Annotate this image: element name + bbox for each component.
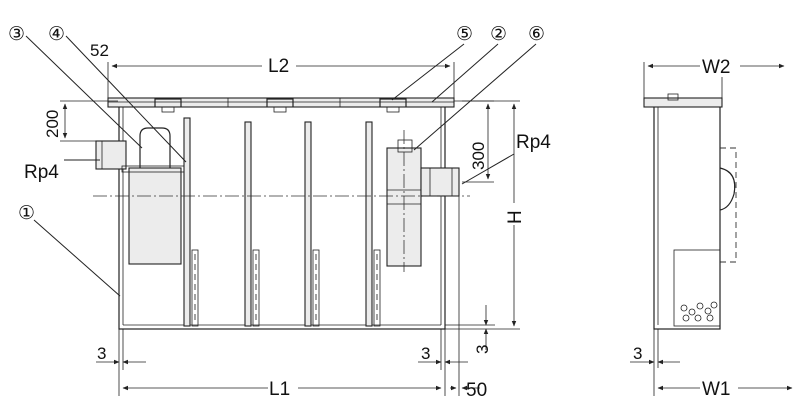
dim-3-left: 3: [97, 344, 106, 363]
lid-handle: [266, 98, 294, 107]
callout-5: ⑤: [456, 24, 473, 45]
inlet-pipe: [95, 140, 127, 170]
callout-1: ①: [18, 203, 35, 224]
gravel-media: [680, 301, 718, 322]
dim-h: H: [505, 210, 526, 224]
dim-50: 50: [466, 380, 487, 401]
front-view: [93, 97, 470, 330]
side-tank-body: [653, 102, 721, 330]
callouts: ③ ④ ⑤ ② ⑥ ①: [8, 24, 545, 297]
dim-200: 200: [43, 110, 62, 138]
dim-52: 52: [90, 41, 109, 60]
dim-3-side: 3: [633, 344, 642, 363]
lid-handle: [154, 98, 182, 107]
dim-w2: W2: [702, 57, 731, 78]
strainer-basket: [128, 167, 182, 265]
callout-2: ②: [490, 24, 507, 45]
side-dimensions: W2 3 W1: [630, 55, 793, 400]
front-dimensions: L2 52 200 Rp4 300 Rp4 H 3: [24, 41, 551, 401]
dim-rp4-inlet: Rp4: [24, 162, 59, 183]
dim-3-right: 3: [421, 344, 430, 363]
dim-l1: L1: [269, 379, 290, 400]
dim-rp4-outlet: Rp4: [516, 132, 551, 153]
side-view: [643, 93, 737, 330]
side-top-cover: [643, 97, 723, 108]
dim-3-vertical: 3: [473, 345, 492, 354]
callout-4: ④: [48, 24, 65, 45]
callout-6: ⑥: [528, 24, 545, 45]
dim-l2: L2: [268, 56, 289, 77]
dim-300: 300: [469, 142, 488, 170]
baffle-plates: [183, 117, 381, 327]
dim-w1: W1: [702, 379, 731, 400]
callout-3: ③: [8, 24, 25, 45]
